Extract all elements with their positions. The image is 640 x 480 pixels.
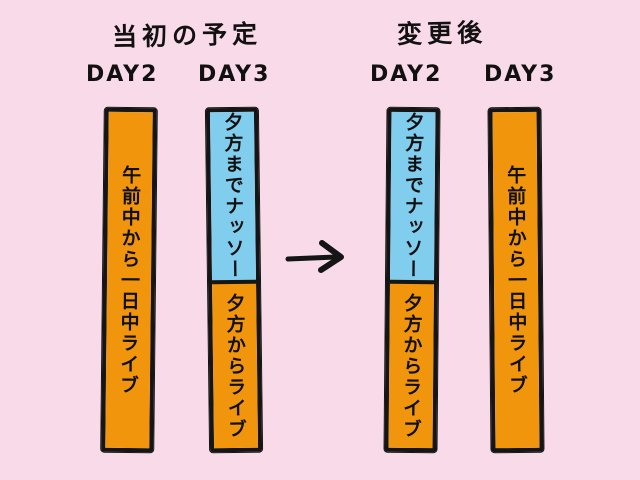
- day-label-before-day2: DAY2: [86, 62, 159, 87]
- bar-segment-orange: 夕方からライブ: [388, 279, 434, 449]
- bar-segment-blue: 夕方までナッソー: [209, 111, 256, 281]
- bar-segment-orange: 夕方からライブ: [212, 279, 259, 449]
- section-title-after: 変更後: [396, 18, 488, 49]
- bar-segment-orange: 午前中から一日中ライブ: [105, 111, 153, 449]
- bar-segment-label: 午前中から一日中ライブ: [116, 164, 142, 396]
- day-label-after-day2: DAY2: [370, 62, 443, 87]
- right-arrow-icon: [284, 237, 354, 283]
- bar-segment-label: 夕方からライブ: [399, 292, 423, 440]
- schedule-bar-after-day3: 午前中から一日中ライブ: [488, 107, 544, 453]
- bar-segment-label: 夕方までナッソー: [401, 111, 425, 281]
- day-label-after-day3: DAY3: [484, 62, 557, 87]
- day-label-before-day3: DAY3: [198, 62, 271, 87]
- section-title-before: 当初の予定: [111, 19, 263, 52]
- schedule-bar-before-day2: 午前中から一日中ライブ: [101, 107, 157, 453]
- schedule-bar-after-day2: 夕方までナッソー 夕方からライブ: [384, 107, 440, 453]
- bar-segment-orange: 午前中から一日中ライブ: [492, 111, 540, 449]
- bar-segment-blue: 夕方までナッソー: [390, 111, 436, 281]
- bar-segment-label: 夕方までナッソー: [221, 111, 246, 281]
- bar-segment-label: 午前中から一日中ライブ: [504, 164, 529, 396]
- schedule-bar-before-day3: 夕方までナッソー 夕方からライブ: [205, 107, 263, 453]
- bar-segment-label: 夕方からライブ: [223, 292, 248, 440]
